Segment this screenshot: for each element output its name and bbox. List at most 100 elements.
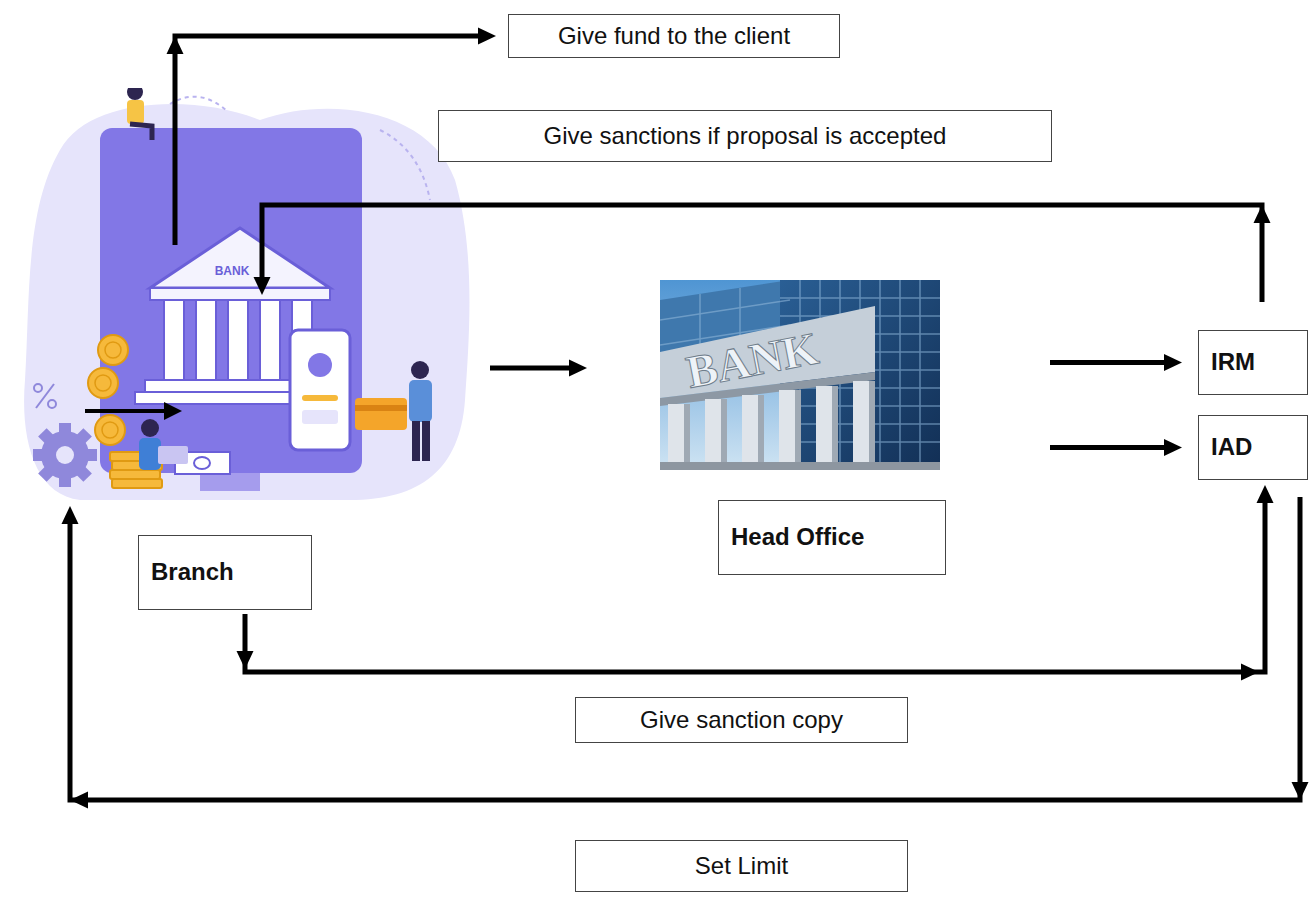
arrow-head	[1164, 354, 1182, 371]
bank-illustration-part	[308, 353, 332, 377]
bank-illustration: BANK	[24, 88, 469, 500]
office-photo-part	[684, 381, 875, 464]
office-photo-part-part	[742, 395, 764, 464]
bank-illustration-part-part	[196, 300, 216, 380]
bank-illustration-part	[36, 384, 54, 408]
connector-arrow	[1050, 354, 1182, 371]
bank-illustration-part-part	[228, 300, 248, 380]
bank-illustration-part	[95, 342, 121, 438]
connector-line	[175, 36, 482, 245]
connector-arrow	[490, 360, 587, 377]
office-photo-part-part	[684, 404, 690, 464]
edge-label-box: Give sanctions if proposal is accepted	[438, 110, 1052, 162]
bank-illustration-part-part	[38, 428, 92, 482]
office-photo-part	[660, 462, 940, 470]
bank-illustration-part	[34, 384, 42, 392]
arrow-head	[1257, 485, 1274, 503]
connector-arrow	[254, 205, 1271, 302]
bank-illustration-part	[141, 419, 159, 437]
bank-illustration-part-part	[110, 470, 160, 479]
bank-illustration-part	[24, 104, 469, 500]
connector-line	[1050, 360, 1168, 365]
node-text: Branch	[151, 558, 234, 587]
arrow-head	[569, 360, 587, 377]
bank-illustration-part	[139, 438, 161, 470]
label-box: Branch	[138, 535, 312, 610]
bank-illustration-part	[48, 400, 56, 408]
office-photo-part-part	[853, 381, 875, 464]
connector-arrow	[237, 485, 1274, 681]
bank-illustration-part	[130, 124, 152, 140]
arrow-head	[1292, 782, 1309, 800]
label-box: Head Office	[718, 500, 946, 575]
bank-illustration-part-part	[98, 335, 128, 365]
bank-illustration-part-part	[102, 422, 118, 438]
office-photo-part-part	[758, 395, 764, 464]
action-box: Give fund to the client	[508, 14, 840, 58]
office-photo-part-part	[721, 399, 727, 464]
bank-illustration-part	[85, 409, 166, 413]
bank-illustration-part	[194, 457, 210, 469]
bank-illustration-part	[127, 100, 144, 124]
arrow-head	[167, 36, 184, 54]
bank-illustration-part-part	[95, 415, 125, 445]
bank-illustration-part	[290, 330, 350, 450]
bank-illustration-part	[412, 421, 420, 461]
edge-label: Set Limit	[695, 852, 788, 881]
office-photo: BANK	[660, 280, 940, 470]
arrow-head	[1254, 205, 1271, 223]
office-photo-part-part	[668, 404, 690, 464]
edge-label-box: Set Limit	[575, 840, 908, 892]
node-text: IRM	[1211, 348, 1255, 377]
office-photo-part-part	[779, 390, 801, 464]
branch-node: Branch	[15, 88, 475, 612]
bank-illustration-part-part	[105, 342, 121, 358]
sign-text: BANK	[215, 264, 250, 278]
office-photo-part	[668, 381, 875, 464]
bank-illustration-part-part	[38, 428, 92, 482]
node-text: Head Office	[731, 523, 864, 552]
bank-illustration-part	[302, 410, 338, 424]
bank-illustration-part	[33, 423, 97, 487]
bank-illustration-part	[100, 128, 362, 473]
bank-illustration-part	[164, 402, 182, 420]
edge-label: Give sanctions if proposal is accepted	[544, 122, 947, 151]
bank-illustration-part	[127, 88, 143, 100]
arrow-head	[237, 651, 254, 669]
bank-illustration-part	[380, 130, 430, 200]
connector-line	[245, 499, 1265, 672]
node-text: Give fund to the client	[558, 22, 790, 51]
connector-line	[262, 205, 1262, 302]
connector-line	[70, 497, 1300, 800]
bank-illustration-part	[150, 288, 330, 300]
arrow-head	[62, 506, 79, 524]
bank-illustration-part-part	[260, 300, 280, 380]
office-photo-part-part	[832, 386, 838, 464]
bank-illustration-part-part	[164, 300, 184, 380]
bank-illustration-part	[170, 97, 228, 112]
office-photo-part	[660, 280, 940, 470]
bank-illustration-part-part	[95, 375, 111, 391]
arrow-head	[70, 792, 88, 809]
bank-illustration-part	[355, 405, 407, 411]
bank-illustration-part	[150, 228, 330, 288]
bank-illustration-part	[200, 473, 260, 491]
bank-illustration-part	[302, 395, 338, 401]
connector-arrow	[62, 497, 1309, 809]
bank-illustration-part	[411, 361, 429, 379]
office-photo: BANK	[660, 280, 940, 470]
node-text: IAD	[1211, 433, 1252, 462]
department-box: IRM	[1198, 330, 1308, 395]
office-photo-part	[660, 306, 875, 398]
office-photo-part-part	[816, 386, 838, 464]
office-photo-part-part	[705, 399, 727, 464]
edge-label-box: Give sanction copy	[575, 697, 908, 743]
office-photo-part-part	[869, 381, 875, 464]
head-office-node: Head Office	[655, 278, 950, 578]
bank-illustration-part	[422, 421, 430, 461]
connector-line	[490, 366, 573, 371]
bank-illustration-part	[355, 398, 407, 430]
bank-illustration-part	[409, 380, 432, 422]
office-photo-part	[660, 280, 940, 470]
